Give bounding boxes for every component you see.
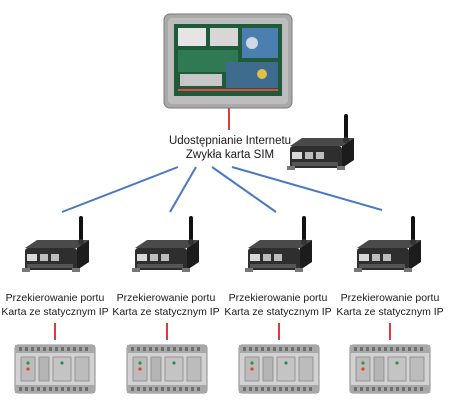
plc-links	[54, 323, 391, 340]
router-icon	[22, 216, 89, 272]
node-label-line1: Przekierowanie portu	[5, 292, 105, 304]
plc-module-icon	[238, 344, 320, 394]
node-label: Przekierowanie portu Karta ze statycznym…	[110, 291, 222, 319]
node-label: Przekierowanie portu Karta ze statycznym…	[0, 291, 111, 319]
node-label: Przekierowanie portu Karta ze statycznym…	[222, 291, 334, 319]
node-label-line1: Przekierowanie portu	[116, 292, 216, 304]
hmi-panel-icon	[163, 13, 293, 109]
node-label: Przekierowanie portu Karta ze statycznym…	[334, 291, 446, 319]
node-label-line1: Przekierowanie portu	[340, 292, 440, 304]
plc-module-icon	[349, 344, 431, 394]
node-label-line2: Karta ze statycznym IP	[1, 306, 109, 318]
hub-label: Udostępnianie Internetu Zwykła karta SIM	[140, 134, 320, 162]
router-icon	[132, 216, 199, 272]
plc-module-icon	[14, 344, 96, 394]
router-icon	[354, 216, 421, 272]
node-label-line2: Karta ze statycznym IP	[336, 306, 444, 318]
network-links	[61, 166, 383, 213]
hub-label-line2: Zwykła karta SIM	[185, 149, 275, 161]
node-label-line2: Karta ze statycznym IP	[224, 306, 332, 318]
node-label-line1: Przekierowanie portu	[228, 292, 328, 304]
router-icon	[245, 216, 312, 272]
plc-module-icon	[126, 344, 208, 394]
node-label-line2: Karta ze statycznym IP	[112, 306, 220, 318]
hub-label-line1: Udostępnianie Internetu	[168, 135, 292, 147]
